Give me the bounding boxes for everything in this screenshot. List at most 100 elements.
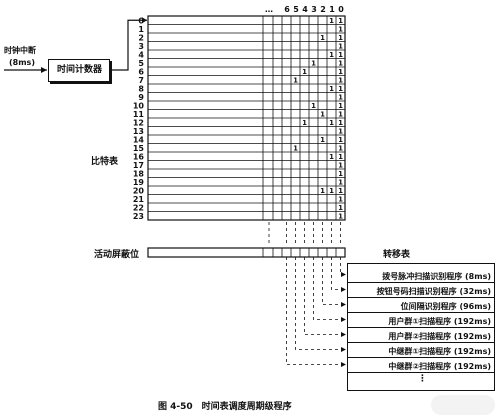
bit-mark: 1: [338, 170, 343, 178]
transfer-entry: 中继群②扫描程序 (192ms): [348, 358, 494, 373]
time-counter-label: 时间计数器: [57, 65, 103, 75]
row-label: 15: [133, 144, 145, 153]
bit-mark: 1: [338, 94, 343, 102]
bit-mark: 1: [311, 102, 316, 110]
transfer-ellipsis: ⋮: [418, 374, 427, 384]
activity-mask-row: [147, 247, 346, 258]
row-label: 16: [133, 153, 145, 162]
mask-transfer-arrowhead: [341, 287, 346, 292]
bit-mark: 1: [320, 111, 325, 119]
counter-pointer-head: [142, 17, 147, 24]
bit-mark: 1: [338, 26, 343, 34]
mask-transfer-dashed: [331, 257, 344, 290]
bit-mark: 1: [311, 60, 316, 68]
bit-mark: 1: [293, 145, 298, 153]
row-label: 20: [133, 187, 145, 196]
counter-pointer-line: [110, 19, 147, 71]
row-label: 2: [138, 34, 144, 43]
bit-mark: 1: [329, 119, 334, 127]
mask-transfer-dashed: [286, 257, 344, 365]
bit-mark: 1: [338, 111, 343, 119]
time-counter-box: 时间计数器: [48, 59, 110, 82]
column-header: 1: [329, 5, 335, 14]
transfer-entry: 按钮号码扫描识别程序 (32ms): [348, 283, 494, 298]
transfer-entry: 用户群①扫描程序 (192ms): [348, 313, 494, 328]
mask-transfer-arrowhead: [341, 302, 346, 307]
row-label: 14: [133, 136, 145, 145]
transfer-entry: 位间隔识别程序 (96ms): [348, 298, 494, 313]
transfer-table: 拨号脉冲扫描识别程序 (8ms) 按钮号码扫描识别程序 (32ms) 位间隔识别程序…: [347, 263, 495, 391]
bit-mark: 1: [338, 145, 343, 153]
dashed-links: [268, 222, 346, 367]
watermark: [431, 395, 495, 415]
mask-transfer-dashed: [313, 257, 344, 320]
transfer-entry-label: 用户群①扫描程序 (192ms): [388, 317, 491, 326]
column-header: 0: [338, 5, 344, 14]
activity-mask-label: 活动屏蔽位: [94, 250, 140, 260]
bit-mark: 1: [329, 17, 334, 25]
transfer-entry: 用户群②扫描程序 (192ms): [348, 328, 494, 343]
bit-mark: 1: [338, 204, 343, 212]
bitmap-table-label: 比特表: [91, 157, 119, 167]
bit-mark: 1: [338, 213, 343, 221]
column-header: …: [265, 5, 273, 14]
row-label: 4: [138, 51, 144, 60]
bit-mark: 1: [320, 187, 325, 195]
row-label: 18: [133, 170, 145, 179]
connector-lines: [4, 17, 147, 73]
row-label: 17: [133, 161, 144, 170]
transfer-entry-label: 拨号脉冲扫描识别程序 (8ms): [382, 272, 491, 281]
bit-mark: 1: [320, 136, 325, 144]
mask-transfer-dashed: [340, 257, 344, 275]
bit-mark: 1: [293, 77, 298, 85]
bit-mark: 1: [329, 153, 334, 161]
row-label: 9: [138, 93, 144, 102]
bit-mark: 1: [338, 68, 343, 76]
bit-mark: 1: [302, 68, 307, 76]
transfer-entry-label: 用户群②扫描程序 (192ms): [388, 332, 491, 341]
bit-mark: 1: [338, 102, 343, 110]
bit-mark: 1: [329, 187, 334, 195]
bit-mark: 1: [302, 119, 307, 127]
bit-mark: 1: [338, 119, 343, 127]
transfer-entry: 拨号脉冲扫描识别程序 (8ms): [348, 268, 494, 283]
bit-mark: 1: [329, 51, 334, 59]
mask-frame: [147, 247, 346, 258]
row-label: 11: [133, 110, 145, 119]
mask-transfer-dashed: [295, 257, 344, 350]
bit-mark: 1: [338, 153, 343, 161]
bit-mark: 1: [338, 43, 343, 51]
bit-mark: 1: [329, 85, 334, 93]
clock-arrow-head: [41, 67, 47, 73]
row-label: 21: [133, 195, 145, 204]
mask-transfer-arrowhead: [341, 347, 346, 352]
row-label: 1: [138, 25, 144, 34]
bit-table: 01234567891011121314151617181920212223…6…: [133, 5, 346, 221]
bit-mark: 1: [338, 196, 343, 204]
mask-transfer-dashed: [322, 257, 344, 305]
transfer-entry-label: 中继群②扫描程序 (192ms): [388, 362, 491, 371]
row-label: 12: [133, 119, 144, 128]
transfer-table-title: 转移表: [383, 250, 411, 260]
mask-transfer-arrowhead: [341, 362, 346, 367]
bit-mark: 1: [338, 60, 343, 68]
row-label: 6: [138, 68, 144, 77]
transfer-entry-label: 按钮号码扫描识别程序 (32ms): [376, 287, 491, 296]
column-header: 3: [311, 5, 317, 14]
row-label: 5: [138, 59, 144, 68]
bit-mark: 1: [320, 34, 325, 42]
transfer-entry: 中继群①扫描程序 (192ms): [348, 343, 494, 358]
column-header: 4: [302, 5, 308, 14]
bit-mark: 1: [338, 85, 343, 93]
row-label: 0: [138, 17, 144, 26]
bit-mark: 1: [338, 51, 343, 59]
column-header: 5: [293, 5, 299, 14]
mask-transfer-arrowhead: [341, 317, 346, 322]
figure-caption: 图 4-50 时间表调度周期级程序: [158, 402, 292, 412]
mask-transfer-arrowhead: [341, 272, 346, 277]
clock-interrupt-period: (8ms): [9, 58, 35, 67]
row-label: 8: [138, 85, 144, 94]
bit-mark: 1: [338, 187, 343, 195]
